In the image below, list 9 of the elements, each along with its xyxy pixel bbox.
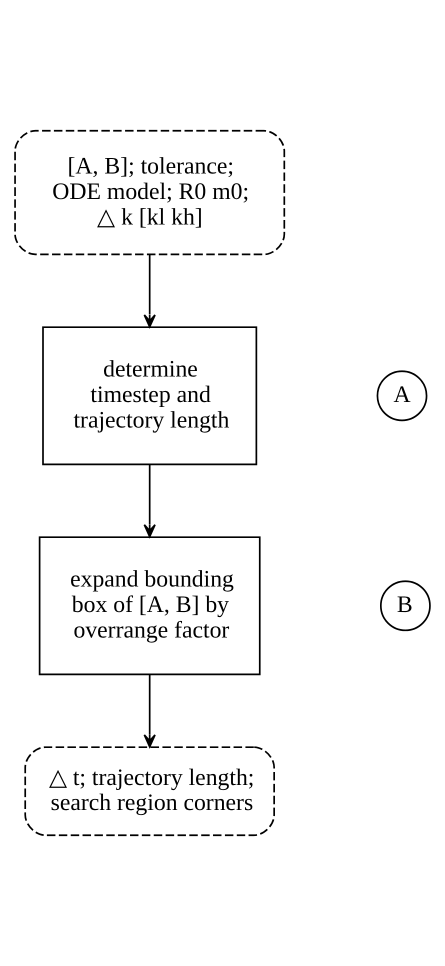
node-box: expand bounding box of [A, B] by overrange factor [38, 536, 261, 676]
node-box: determine timestep and trajectory length [42, 326, 258, 466]
arrow [144, 464, 156, 538]
node-circle: A [376, 370, 428, 422]
arrow [144, 674, 156, 748]
node-box: [A, B]; tolerance; ODE model; R0 m0; △ k [kl kh] [14, 130, 286, 256]
arrow [144, 254, 156, 328]
node-box: △ t; trajectory length; search region corners [24, 746, 275, 836]
node-circle: B [380, 580, 431, 632]
